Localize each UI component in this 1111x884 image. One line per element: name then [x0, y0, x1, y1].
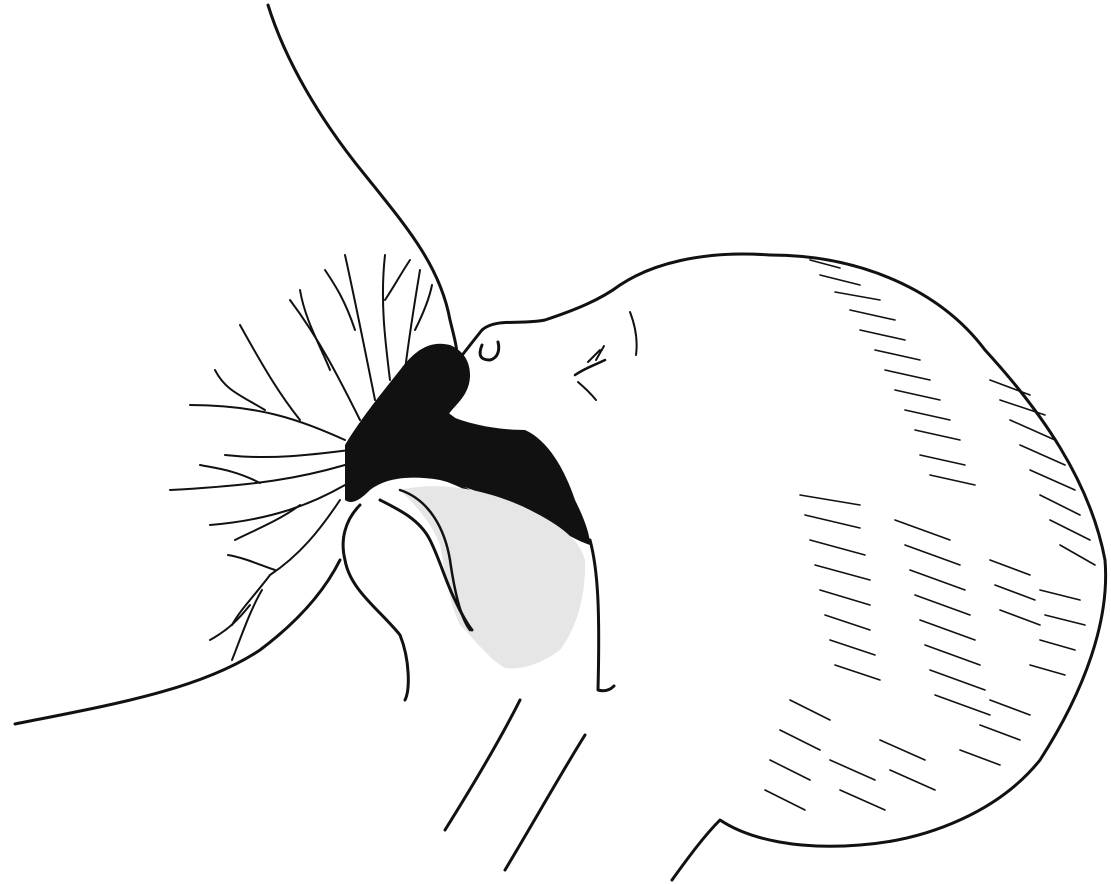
breast-outline — [15, 5, 457, 724]
hair-strokes — [765, 260, 1095, 810]
